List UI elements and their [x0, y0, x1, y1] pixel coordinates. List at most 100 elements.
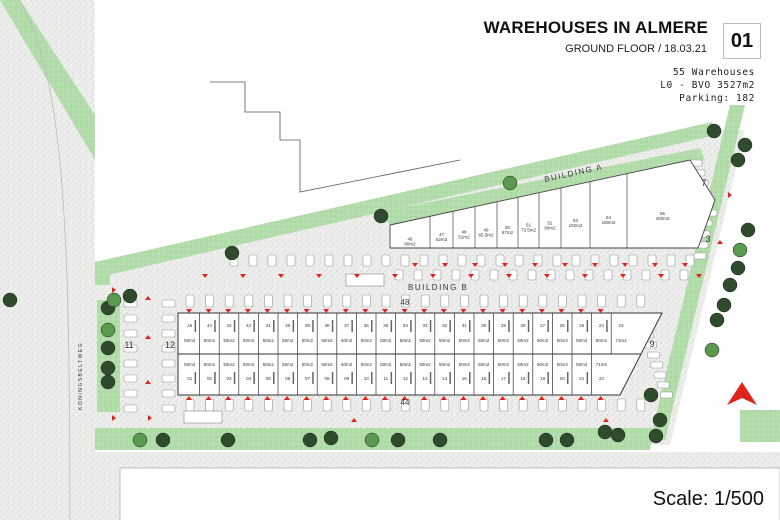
door-mark	[214, 320, 216, 332]
parking-space	[123, 374, 138, 383]
parking-space	[401, 294, 410, 308]
entrance-arrow-icon	[264, 396, 271, 400]
entrance-arrow-icon	[421, 309, 428, 313]
unit-number-41: 41	[266, 323, 272, 328]
entrance-arrow-icon	[460, 309, 467, 313]
door-mark	[253, 320, 255, 332]
unit-number-09: 09	[344, 376, 350, 381]
door-mark	[410, 320, 412, 332]
entrance-arrow-icon	[506, 274, 512, 278]
tree-icon	[2, 292, 18, 308]
parking-space	[527, 269, 537, 281]
entrance-arrow-icon	[186, 396, 192, 400]
unit-number-18: 18	[520, 376, 526, 381]
door-mark	[567, 320, 569, 332]
door-mark	[469, 372, 471, 384]
right-green-edge	[740, 410, 780, 442]
entrance-arrow-icon	[578, 309, 584, 313]
entrance-arrow-icon	[401, 309, 408, 313]
unit-area-29: 50m2	[498, 338, 510, 343]
unit-number-22: 22	[599, 376, 605, 381]
unit-area-36: 50m2	[361, 338, 373, 343]
unit-area-50: 67m2	[502, 230, 514, 235]
parking-space	[161, 389, 176, 398]
unit-area-27: 50m2	[537, 338, 549, 343]
entrance-arrow-icon	[264, 309, 271, 313]
unit-area-09: 50m2	[341, 362, 353, 367]
north-arrow-icon	[727, 382, 757, 405]
entrance-arrow-icon	[460, 396, 467, 400]
entrance-arrow-icon	[392, 274, 398, 278]
entrance-arrow-icon	[538, 309, 545, 313]
tree-icon	[597, 424, 613, 440]
parking-space	[123, 404, 138, 413]
unit-area-34: 50m2	[400, 338, 412, 343]
entrance-arrow-icon	[519, 396, 526, 400]
parking-space	[342, 294, 352, 308]
tree-icon	[100, 322, 116, 338]
unit-area-39: 50m2	[302, 338, 314, 343]
parking-space	[161, 404, 176, 413]
unit-number-29: 29	[501, 323, 507, 328]
unit-area-30: 50m2	[478, 338, 490, 343]
tree-icon	[100, 374, 116, 390]
unit-number-21: 21	[579, 376, 585, 381]
unit-area-42: 50m2	[243, 338, 255, 343]
entrance-arrow-icon	[499, 396, 506, 400]
parking-space	[185, 398, 195, 412]
unit-number-42: 42	[246, 323, 252, 328]
unit-area-14: 50m2	[439, 362, 451, 367]
entrance-arrow-icon	[145, 335, 151, 339]
unit-area-22: 71m2	[596, 362, 608, 367]
tree-icon	[704, 342, 720, 358]
entrance-arrow-icon	[544, 274, 550, 278]
entrance-arrow-icon	[728, 192, 732, 198]
parking-space	[616, 294, 626, 308]
door-mark	[371, 320, 373, 332]
unit-number-52: 52	[547, 220, 553, 225]
building-b: BUILDING B 4550m24450m24350m24250m24150m…	[177, 283, 663, 396]
unit-number-38: 38	[324, 323, 330, 328]
parking-space	[419, 254, 429, 267]
unit-number-51: 51	[526, 223, 532, 228]
parking-space	[322, 294, 332, 308]
unit-number-11: 11	[383, 376, 388, 381]
parking-space	[440, 294, 450, 308]
parking-label-3: 3	[705, 234, 710, 244]
parking-layer	[123, 159, 718, 424]
parking-space	[381, 254, 391, 267]
tree-icon	[648, 428, 664, 444]
unit-number-53: 53	[573, 218, 579, 223]
entrance-arrow-icon	[597, 309, 604, 313]
unit-number-39: 39	[305, 323, 311, 328]
parking-space	[123, 314, 138, 323]
tree-icon	[106, 292, 122, 308]
truck-bay	[345, 273, 385, 287]
tree-icon	[100, 340, 116, 356]
unit-area-28: 50m2	[517, 338, 529, 343]
unit-area-19: 50m2	[537, 362, 549, 367]
entrance-arrow-icon	[620, 274, 626, 278]
entrance-arrow-icon	[480, 396, 486, 400]
tree-icon	[220, 432, 236, 448]
unit-number-32: 32	[442, 323, 448, 328]
parking-space	[205, 398, 214, 412]
entrance-arrow-icon	[342, 309, 349, 313]
unit-area-49: 65.5m2	[478, 232, 494, 237]
entrance-arrow-icon	[603, 418, 609, 422]
parking-space	[495, 254, 505, 267]
unit-area-05: 50m2	[263, 362, 275, 367]
tree-icon	[730, 152, 746, 168]
door-mark	[233, 372, 236, 384]
entrance-arrow-icon	[597, 396, 604, 400]
entrance-arrow-icon	[240, 274, 246, 278]
parking-space	[161, 299, 176, 308]
parking-space	[479, 294, 489, 308]
entrance-arrow-icon	[592, 263, 598, 267]
unit-number-20: 20	[560, 376, 566, 381]
parking-space	[609, 254, 619, 267]
entrance-arrow-icon	[442, 263, 448, 267]
parking-space	[381, 294, 391, 308]
door-mark	[586, 372, 589, 384]
